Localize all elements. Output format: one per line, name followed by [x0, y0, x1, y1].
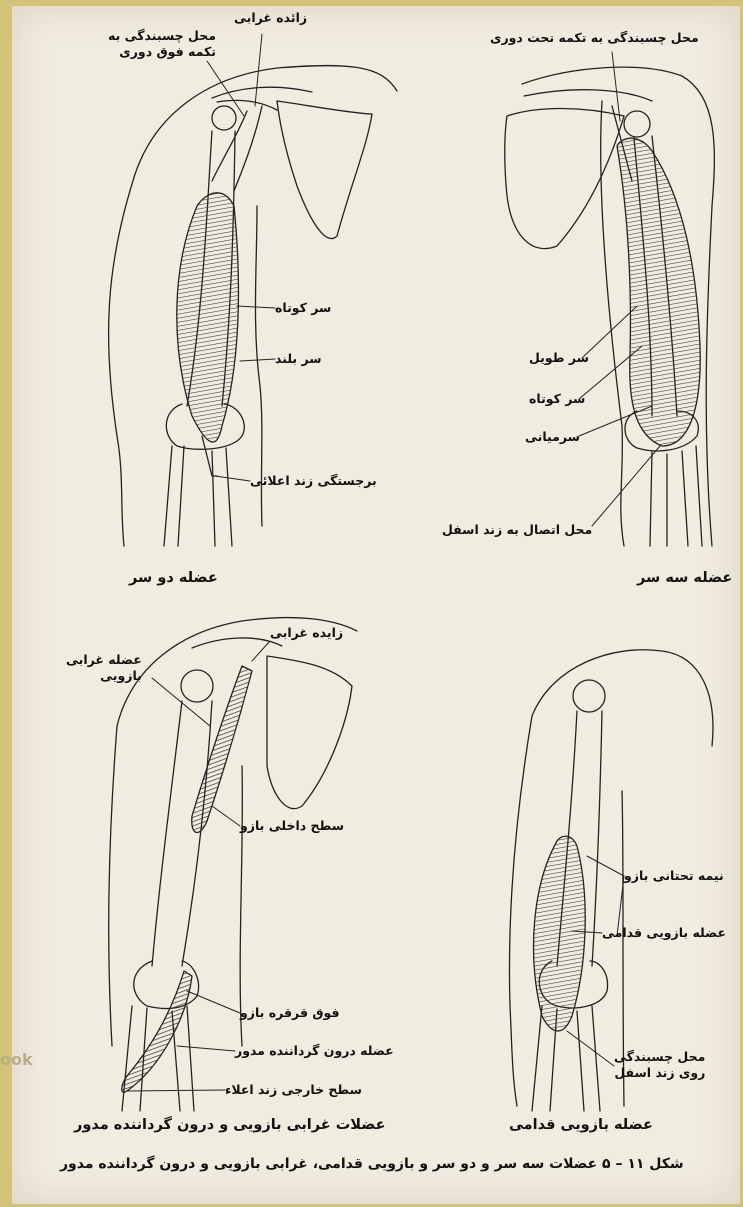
- label-short-head: سر کوتاه: [275, 300, 331, 316]
- label-coracobrachialis-muscle: عضله غرابی بازویی: [66, 652, 142, 683]
- label-brachialis-muscle: عضله بازویی قدامی: [602, 925, 726, 941]
- label-medial-head: سرمیانی: [525, 429, 580, 445]
- book-page: زائده غرابی محل چسبندگی به تکمه فوق دوری…: [12, 6, 740, 1204]
- label-supraglenoid-attachment: محل چسبندگی به تکمه فوق دوری: [108, 28, 216, 59]
- label-coracoid-process: زائده غرابی: [234, 10, 307, 26]
- label-pronator-teres: عضله درون گرداننده مدور: [235, 1043, 394, 1059]
- coracobrachialis-drawing: [109, 618, 357, 1111]
- label-long-head: سر بلند: [275, 351, 322, 367]
- caption-coracobrachialis: عضلات غرابی بازویی و درون گرداننده مدور: [74, 1116, 386, 1134]
- figure-caption: شکل ۱۱ – ۵ عضلات سه سر و دو سر و بازویی …: [60, 1156, 684, 1174]
- label-lower-half-arm: نیمه تحتانی بازو: [624, 868, 724, 884]
- label-coracoid-process-2: زایده غرابی: [270, 625, 343, 641]
- label-radius-outer-surface: سطح خارجی زند اعلاء: [225, 1082, 362, 1098]
- label-triceps-short-head: سر کوتاه: [529, 391, 585, 407]
- anatomy-illustrations: [12, 6, 740, 1204]
- label-infraglenoid-attachment: محل چسبندگی به تکمه تحت دوری: [490, 30, 699, 46]
- watermark: ook: [0, 1050, 33, 1069]
- label-ulna-attachment: محل چسبندگی روی زند اسفل: [614, 1049, 705, 1080]
- caption-biceps: عضله دو سر: [129, 569, 218, 587]
- label-medial-epicondyle: فوق قرقره بازو: [240, 1005, 340, 1021]
- label-radial-tuberosity: برجستگی زند اعلائی: [250, 473, 377, 489]
- caption-brachialis: عضله بازویی قدامی: [509, 1116, 653, 1134]
- caption-triceps: عضله سه سر: [637, 569, 732, 587]
- label-triceps-long-head: سر طویل: [529, 350, 589, 366]
- label-inner-arm-surface: سطح داخلی بازو: [240, 818, 344, 834]
- triceps-drawing: [505, 67, 715, 546]
- label-ulna-insertion: محل اتصال به زند اسفل: [442, 522, 592, 538]
